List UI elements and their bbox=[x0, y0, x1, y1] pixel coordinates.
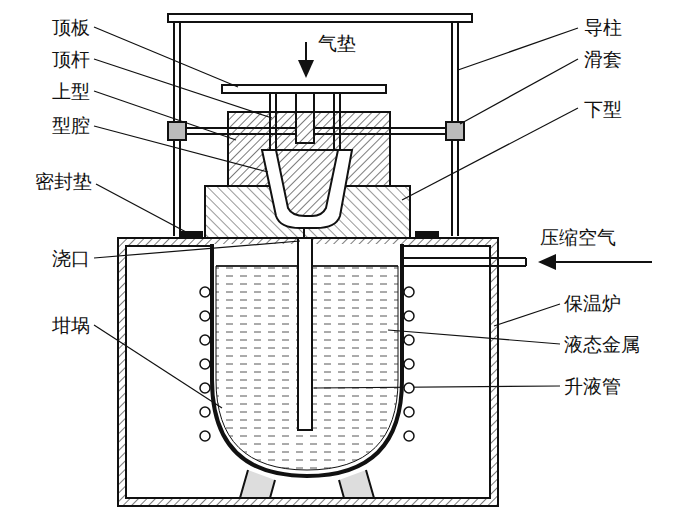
label-text: 压缩空气 bbox=[538, 226, 618, 248]
heating-coil bbox=[200, 383, 210, 393]
heating-coil bbox=[404, 383, 414, 393]
label-text: 保温炉 bbox=[562, 292, 623, 314]
label-text: 滑套 bbox=[582, 48, 624, 70]
label-text: 导柱 bbox=[582, 16, 624, 38]
label-text: 升液管 bbox=[562, 375, 623, 397]
heating-coil bbox=[404, 407, 414, 417]
label-text: 坩埚 bbox=[50, 314, 92, 336]
label-text: 密封垫 bbox=[33, 170, 94, 192]
label-text: 型腔 bbox=[50, 114, 92, 136]
heating-coil bbox=[404, 359, 414, 369]
heating-coil bbox=[200, 287, 210, 297]
heating-coil bbox=[200, 431, 210, 441]
heating-coil bbox=[404, 311, 414, 321]
label-text: 顶杆 bbox=[50, 48, 92, 70]
label-text: 下型 bbox=[582, 98, 624, 120]
label-text: 上型 bbox=[50, 80, 92, 102]
heating-coil bbox=[200, 335, 210, 345]
heating-coil bbox=[200, 359, 210, 369]
heating-coil bbox=[404, 431, 414, 441]
heating-coil bbox=[404, 335, 414, 345]
heating-coil bbox=[404, 287, 414, 297]
label-text: 浇口 bbox=[50, 247, 92, 269]
label-text: 液态金属 bbox=[562, 333, 642, 355]
label-text: 气垫 bbox=[316, 32, 358, 54]
heating-coil bbox=[200, 407, 210, 417]
heating-coil bbox=[200, 311, 210, 321]
label-text: 顶板 bbox=[50, 16, 92, 38]
